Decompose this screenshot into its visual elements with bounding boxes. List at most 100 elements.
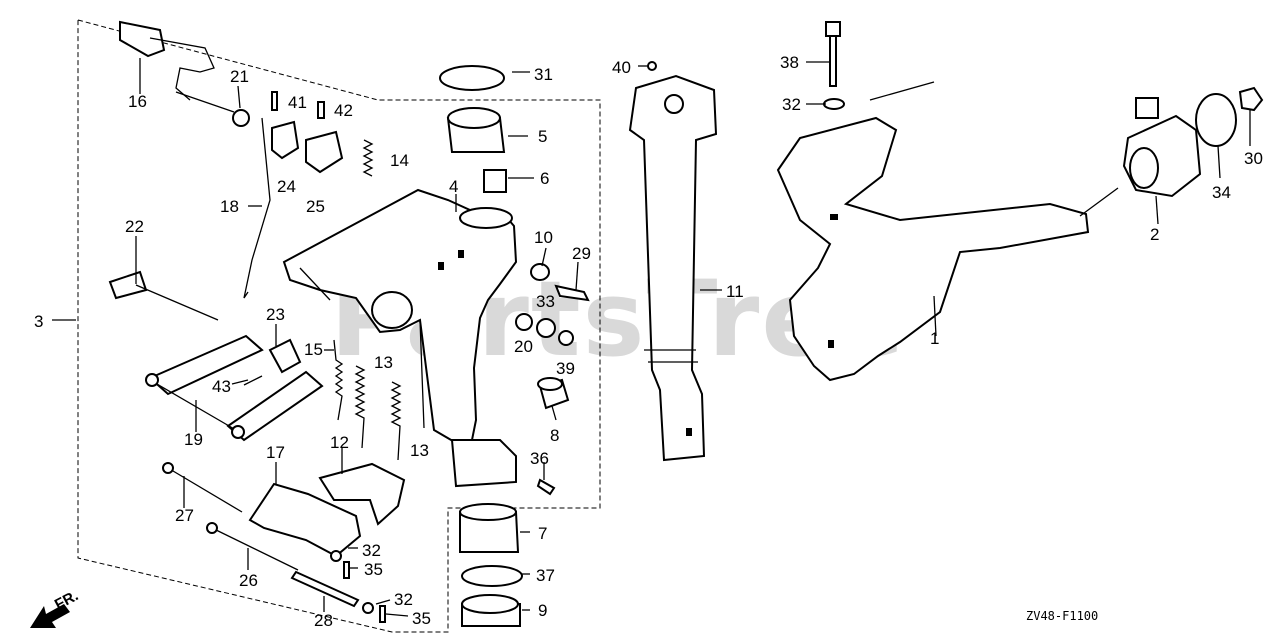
direction-arrow — [30, 604, 70, 628]
part-24-bracket — [271, 120, 300, 160]
callout-41: 41 — [288, 93, 307, 112]
group-outline — [77, 19, 601, 633]
part-16-rod — [119, 20, 235, 113]
part-6-plate — [483, 169, 507, 193]
callout-10: 10 — [534, 228, 553, 247]
callout-15: 15 — [304, 340, 323, 359]
callout-24: 24 — [277, 177, 296, 196]
callout-13a: 13 — [374, 353, 393, 372]
callout-32a: 32 — [782, 95, 801, 114]
part-28-pin — [290, 570, 360, 608]
callout-17: 17 — [266, 443, 285, 462]
callout-29: 29 — [572, 244, 591, 263]
callout-1: 1 — [930, 329, 939, 348]
part-5-bushing — [446, 107, 506, 153]
part-11-shaft — [628, 74, 718, 462]
part-32-washer-a — [330, 550, 342, 562]
part-31-o-ring — [439, 65, 505, 91]
callout-30: 30 — [1244, 149, 1263, 168]
part-36-grease-fitting — [536, 478, 556, 496]
part-21-bushing — [232, 109, 250, 127]
callout-8: 8 — [550, 426, 559, 445]
part-22-pin — [108, 270, 219, 321]
callout-12: 12 — [330, 433, 349, 452]
part-35-clip-b — [379, 605, 386, 623]
part-38-bolt — [825, 21, 841, 87]
callout-21: 21 — [230, 67, 249, 86]
part-29-bolt — [554, 284, 590, 302]
callout-18: 18 — [220, 197, 239, 216]
part-32-washer-c — [823, 98, 845, 110]
callout-26: 26 — [239, 571, 258, 590]
part-25-bracket — [305, 130, 344, 174]
callout-2: 2 — [1150, 225, 1159, 244]
part-12-bracket — [318, 462, 406, 526]
callout-27: 27 — [175, 506, 194, 525]
part-7-bushing — [459, 503, 520, 553]
part-13-spring-b — [390, 381, 402, 461]
callout-35b: 35 — [412, 609, 431, 628]
callout-39: 39 — [556, 359, 575, 378]
callout-35a: 35 — [364, 560, 383, 579]
callout-32b: 32 — [362, 541, 381, 560]
part-41-clip — [271, 91, 278, 111]
callout-34: 34 — [1212, 183, 1231, 202]
part-39-nut — [558, 330, 574, 346]
part-23-bracket — [268, 338, 302, 374]
callout-5: 5 — [538, 127, 547, 146]
callout-14: 14 — [390, 151, 409, 170]
part-35-clip-a — [343, 561, 350, 579]
part-20-washer — [515, 313, 533, 331]
part-9-bushing — [461, 594, 521, 627]
part-15-spring — [333, 339, 344, 421]
part-26-head — [206, 522, 218, 534]
callout-19: 19 — [184, 430, 203, 449]
part-19-arms — [145, 334, 324, 442]
callout-3: 3 — [34, 312, 43, 331]
callout-7: 7 — [538, 524, 547, 543]
callout-32c: 32 — [394, 590, 413, 609]
callout-16: 16 — [128, 92, 147, 111]
callout-25: 25 — [306, 197, 325, 216]
part-1-bracket — [776, 81, 1119, 382]
part-18-rod — [243, 117, 271, 299]
part-4-swivel-case — [282, 188, 518, 488]
callout-20: 20 — [514, 337, 533, 356]
callout-36: 36 — [530, 449, 549, 468]
callout-43: 43 — [212, 377, 231, 396]
callout-22: 22 — [125, 217, 144, 236]
part-14-spring — [362, 139, 374, 177]
leader-lines — [52, 58, 1251, 617]
part-27-pin — [167, 467, 243, 513]
part-8-bushing — [537, 377, 570, 410]
callout-37: 37 — [536, 566, 555, 585]
callout-31: 31 — [534, 65, 553, 84]
part-40-pin — [647, 61, 657, 71]
callout-13b: 13 — [410, 441, 429, 460]
part-17-bracket — [248, 482, 362, 558]
callout-28: 28 — [314, 611, 333, 630]
part-10-nut — [530, 263, 550, 281]
callout-40: 40 — [612, 58, 631, 77]
callout-42: 42 — [334, 101, 353, 120]
callout-6: 6 — [540, 169, 549, 188]
part-37-o-ring — [461, 565, 523, 587]
part-13-spring-a — [354, 365, 366, 449]
callout-33: 33 — [536, 292, 555, 311]
part-43-pin — [243, 375, 263, 386]
part-26-pin — [211, 527, 299, 571]
callout-23: 23 — [266, 305, 285, 324]
part-32-washer-b — [362, 602, 374, 614]
callout-38: 38 — [780, 53, 799, 72]
part-33-washer — [536, 318, 556, 338]
callout-9: 9 — [538, 601, 547, 620]
part-2-housing — [1122, 97, 1202, 198]
callout-11: 11 — [726, 282, 744, 301]
part-42-clip — [317, 101, 325, 119]
part-34-plug — [1195, 93, 1237, 147]
part-27-head — [162, 462, 174, 474]
callout-4: 4 — [449, 177, 458, 196]
part-30-nut — [1238, 86, 1264, 112]
diagram-code: ZV48-F1100 — [1026, 609, 1098, 623]
